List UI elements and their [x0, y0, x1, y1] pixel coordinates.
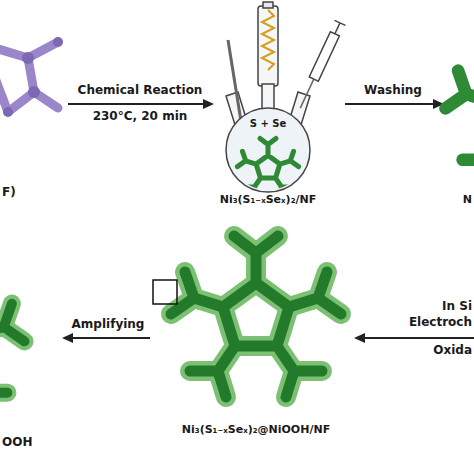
cut-label: N [463, 194, 472, 207]
arrow-label: 230°C, 20 min [93, 110, 188, 124]
arrow-label: Amplifying [72, 318, 145, 332]
arrow-label: Electroch [409, 316, 472, 330]
arrow-label: Oxida [433, 344, 472, 358]
cut-label: F) [2, 186, 16, 200]
sample-label: Ni₃(S₁₋ₓSeₓ)₂@NiOOH/NF [182, 424, 330, 437]
process-arrow [354, 333, 474, 343]
process-arrow [68, 99, 214, 109]
arrow-label: In Si [442, 300, 472, 314]
cut-label: OOH [2, 436, 32, 450]
nf-icon [0, 42, 58, 112]
sample-label: Ni₃(S₁₋ₓSeₓ)₂/NF [220, 194, 316, 207]
arrow-label: Chemical Reaction [78, 84, 203, 98]
zoom-box [153, 280, 177, 304]
process-arrow [62, 333, 150, 343]
process-arrow [345, 99, 444, 109]
reagent-label: S + Se [250, 118, 287, 130]
arrow-label: Washing [364, 84, 422, 98]
